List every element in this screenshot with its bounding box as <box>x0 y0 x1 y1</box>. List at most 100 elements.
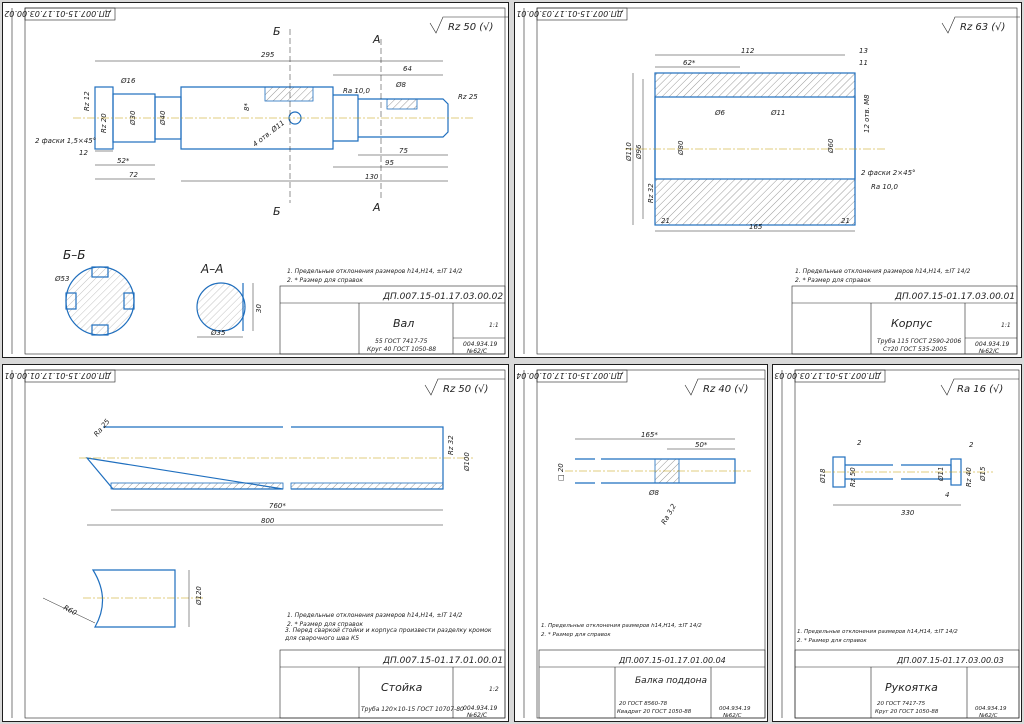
ruk-dim-2b: 2 <box>969 441 974 449</box>
ruk-stamp-mirror: ДП.007.15-01.17.03.00.03 <box>774 371 882 380</box>
val-dimensions <box>95 29 448 203</box>
balka-dim-d8: Ø8 <box>648 489 660 497</box>
val-dim-d35: Ø35 <box>210 329 226 337</box>
balka-dim-50: 50* <box>695 441 708 449</box>
drawing-sheet-korpus[interactable]: ДП.007.15-01.17.03.00.01 Rz 63 (√) 112 6… <box>514 2 1022 358</box>
ruk-dim-d15: Ø15 <box>979 466 987 482</box>
val-cut-a-bottom: А <box>372 201 381 214</box>
korpus-org: 004.934.19 <box>975 341 1010 348</box>
korpus-dim-13: 13 <box>859 47 868 55</box>
val-rz25: Rz 25 <box>458 93 478 101</box>
korpus-holes: 12 отв. М8 <box>863 94 871 133</box>
korpus-dim-d11: Ø11 <box>770 109 785 117</box>
korpus-dim-d6: Ø6 <box>714 109 726 117</box>
val-note-2: 2. * Размер для справок <box>287 277 363 284</box>
balka-dim-sq20: □ 20 <box>557 463 565 481</box>
val-cut-a-top: А <box>372 33 381 46</box>
korpus-dimensions <box>632 54 855 232</box>
korpus-dim-62: 62* <box>683 59 696 67</box>
val-dim-d40: Ø40 <box>159 110 167 126</box>
korpus-dim-165: 165 <box>749 223 763 231</box>
stoika-stamp-mirror: ДП.007.15-01.17.01.00.01 <box>4 371 112 380</box>
stoika-group: №62/С <box>466 712 488 719</box>
stoika-title-block <box>279 649 506 719</box>
stoika-scale: 1:2 <box>489 686 499 693</box>
val-stamp-mirror: ДП.007.15-01.17.03.00.02 <box>4 9 112 18</box>
ruk-canvas: ДП.007.15-01.17.03.00.03 Ra 16 (√) 2 2 Ø… <box>774 369 1020 719</box>
stoika-r60: R60 <box>62 604 78 618</box>
val-shaft <box>73 86 473 150</box>
val-dim-95: 95 <box>385 159 394 167</box>
val-material-2: Круг 40 ГОСТ 1050-88 <box>367 346 436 353</box>
drawing-sheet-val[interactable]: ДП.007.15-01.17.03.00.02 Rz 50 (√) 295 6… <box>2 2 509 358</box>
balka-org: 004.934.19 <box>719 706 751 712</box>
val-dim-130: 130 <box>365 173 379 181</box>
ruk-note-2: 2. * Размер для справок <box>797 638 867 644</box>
balka-material-1: 20 ГОСТ 8560-78 <box>619 701 668 707</box>
ruk-dim-d18: Ø18 <box>819 468 827 484</box>
korpus-chamfers: 2 фаски 2×45° <box>861 169 916 177</box>
val-dim-d8: Ø8 <box>395 81 407 89</box>
stoika-stamp: ДП.007.15-01.17.01.00.01 <box>382 656 503 666</box>
balka-stamp: ДП.007.15-01.17.01.00.04 <box>618 656 726 665</box>
stoika-dimensions <box>42 509 443 627</box>
korpus-note-1: 1. Предельные отклонения размеров h14,H1… <box>795 268 971 275</box>
val-cut-b-top: Б <box>273 25 281 38</box>
korpus-part-name: Корпус <box>891 317 932 330</box>
stoika-dim-d120: Ø120 <box>195 586 203 606</box>
balka-part-name: Балка поддона <box>635 676 707 686</box>
val-dim-12: 12 <box>79 149 88 157</box>
korpus-dim-d96: Ø96 <box>635 144 643 160</box>
ruk-group: №62/С <box>978 713 998 719</box>
val-cut-b-bottom: Б <box>273 205 281 218</box>
val-dim-d53: Ø53 <box>54 275 69 283</box>
stoika-dim-d100: Ø100 <box>463 452 471 472</box>
val-section-bb <box>65 266 135 336</box>
ruk-dim-2a: 2 <box>857 439 862 447</box>
stoika-note-3: 3. Перед сваркой стойки и корпуса произв… <box>285 627 492 642</box>
korpus-dim-d110: Ø110 <box>625 142 633 162</box>
stoika-rz32: Rz 32 <box>447 435 455 455</box>
val-canvas: ДП.007.15-01.17.03.00.02 Rz 50 (√) 295 6… <box>4 7 508 355</box>
drawing-sheet-balka[interactable]: ДП.007.15-01.17.01.00.04 Rz 40 (√) 165* … <box>514 364 768 722</box>
val-holes: 4 отв. Ø11 <box>251 119 286 149</box>
val-ra10: Ra 10,0 <box>343 87 371 95</box>
korpus-stamp: ДП.007.15-01.17.03.00.01 <box>894 292 1015 302</box>
balka-note-1: 1. Предельные отклонения размеров h14,H1… <box>541 623 702 629</box>
korpus-title-block <box>791 285 1018 355</box>
balka-stamp-mirror: ДП.007.15-01.17.01.00.04 <box>516 371 624 380</box>
korpus-dim-d60: Ø60 <box>827 138 835 154</box>
val-note-1: 1. Предельные отклонения размеров h14,H1… <box>287 268 463 275</box>
korpus-group: №62/С <box>978 348 1000 355</box>
val-dim-d30: Ø30 <box>129 110 137 126</box>
drawing-sheet-stoika[interactable]: ДП.007.15-01.17.01.00.01 Rz 50 (√) Ra 25… <box>2 364 509 722</box>
ruk-org: 004.934.19 <box>975 706 1007 712</box>
korpus-dim-d80: Ø80 <box>677 140 685 156</box>
drawing-sheet-ruk[interactable]: ДП.007.15-01.17.03.00.03 Ra 16 (√) 2 2 Ø… <box>772 364 1022 722</box>
balka-dimensions <box>575 438 735 450</box>
val-section-aa-label: А–А <box>200 262 223 276</box>
val-scale: 1:1 <box>489 322 499 329</box>
val-dim-72: 72 <box>129 171 138 179</box>
stoika-canvas: ДП.007.15-01.17.01.00.01 Rz 50 (√) Ra 25… <box>4 369 506 719</box>
korpus-scale: 1:1 <box>1001 322 1011 329</box>
val-dim-8: 8* <box>243 103 251 111</box>
balka-title-block <box>538 649 766 719</box>
stoika-note-1: 1. Предельные отклонения размеров h14,H1… <box>287 612 463 619</box>
val-rz12: Rz 12 <box>83 91 91 111</box>
ruk-roughness: Ra 16 (√) <box>957 384 1003 395</box>
korpus-note-2: 2. * Размер для справок <box>795 277 871 284</box>
korpus-dim-11: 11 <box>859 59 868 67</box>
balka-canvas: ДП.007.15-01.17.01.00.04 Rz 40 (√) 165* … <box>516 369 766 719</box>
val-dim-52: 52* <box>117 157 130 165</box>
ruk-handle <box>823 456 993 488</box>
ruk-part-name: Рукоятка <box>885 681 938 694</box>
val-org: 004.934.19 <box>463 341 498 348</box>
korpus-material-1: Труба 115 ГОСТ 2590-2006 <box>877 338 961 345</box>
val-dim-d16: Ø16 <box>120 77 136 85</box>
korpus-ra10: Ra 10,0 <box>871 183 899 191</box>
val-dim-total: 295 <box>261 51 275 59</box>
korpus-dim-21a: 21 <box>661 217 670 225</box>
korpus-canvas: ДП.007.15-01.17.03.00.01 Rz 63 (√) 112 6… <box>516 7 1020 355</box>
balka-roughness: Rz 40 (√) <box>703 384 748 395</box>
